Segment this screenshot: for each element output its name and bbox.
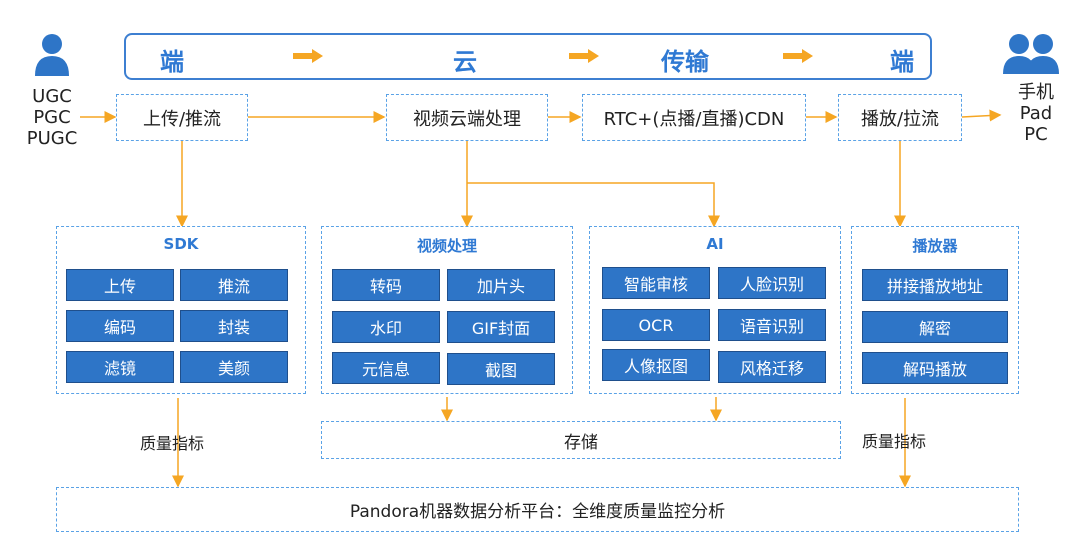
decrypt-button: 解密	[862, 311, 1008, 343]
sdk-upload-button: 上传	[66, 269, 174, 301]
intro-clip-button: 加片头	[447, 269, 555, 301]
client-list: 手机 Pad PC	[1006, 82, 1066, 145]
user-group-icon	[1003, 34, 1059, 74]
user-icon	[35, 34, 69, 76]
right-arrow-icon	[783, 49, 813, 63]
source-ugc: UGC	[32, 86, 72, 107]
metadata-button: 元信息	[332, 352, 440, 384]
watermark-button: 水印	[332, 311, 440, 343]
sdk-encode-button: 编码	[66, 310, 174, 342]
ai-group: AI 智能审核 人脸识别 OCR 语音识别 人像抠图 风格迁移	[589, 226, 841, 394]
speech-recognition-button: 语音识别	[718, 309, 826, 341]
client-pc: PC	[1024, 124, 1048, 145]
content-review-button: 智能审核	[602, 267, 710, 299]
face-recognition-button: 人脸识别	[718, 267, 826, 299]
player-group-title: 播放器	[912, 237, 958, 255]
client-phone: 手机	[1018, 82, 1054, 103]
splice-url-button: 拼接播放地址	[862, 269, 1008, 301]
flow-cloud-box: 视频云端处理	[386, 94, 548, 141]
player-group: 播放器 拼接播放地址 解密 解码播放	[851, 226, 1019, 394]
sdk-push-button: 推流	[180, 269, 288, 301]
style-transfer-button: 风格迁移	[718, 351, 826, 383]
portrait-matting-button: 人像抠图	[602, 349, 710, 381]
gif-cover-button: GIF封面	[447, 311, 555, 343]
sdk-beauty-button: 美颜	[180, 351, 288, 383]
sdk-filter-button: 滤镜	[66, 351, 174, 383]
snapshot-button: 截图	[447, 353, 555, 385]
storage-box: 存储	[321, 421, 841, 459]
right-arrow-icon	[569, 49, 599, 63]
sdk-group-title: SDK	[163, 235, 199, 253]
video-processing-group: 视频处理 转码 加片头 水印 GIF封面 元信息 截图	[321, 226, 573, 394]
sdk-mux-button: 封装	[180, 310, 288, 342]
flow-upload-box: 上传/推流	[116, 94, 248, 141]
ocr-button: OCR	[602, 309, 710, 341]
pandora-platform-box: Pandora机器数据分析平台：全维度质量监控分析	[56, 487, 1019, 532]
source-list: UGC PGC PUGC	[18, 86, 86, 149]
stage-device-start: 端	[160, 48, 184, 76]
source-pgc: PGC	[33, 107, 71, 128]
video-processing-title: 视频处理	[416, 237, 477, 255]
transcode-button: 转码	[332, 269, 440, 301]
flow-transport-box: RTC+(点播/直播)CDN	[582, 94, 806, 141]
stage-device-end: 端	[890, 48, 914, 76]
ai-group-title: AI	[706, 235, 724, 253]
quality-metrics-right-label: 质量指标	[862, 432, 927, 451]
quality-metrics-left-label: 质量指标	[140, 434, 205, 453]
client-pad: Pad	[1019, 103, 1053, 124]
pipeline-banner	[124, 33, 932, 80]
flow-playback-box: 播放/拉流	[838, 94, 962, 141]
stage-transport: 传输	[661, 48, 709, 76]
sdk-group: SDK 上传 推流 编码 封装 滤镜 美颜	[56, 226, 306, 394]
right-arrow-icon	[293, 49, 323, 63]
decode-play-button: 解码播放	[862, 352, 1008, 384]
source-pugc: PUGC	[26, 128, 78, 149]
stage-cloud: 云	[453, 48, 477, 76]
